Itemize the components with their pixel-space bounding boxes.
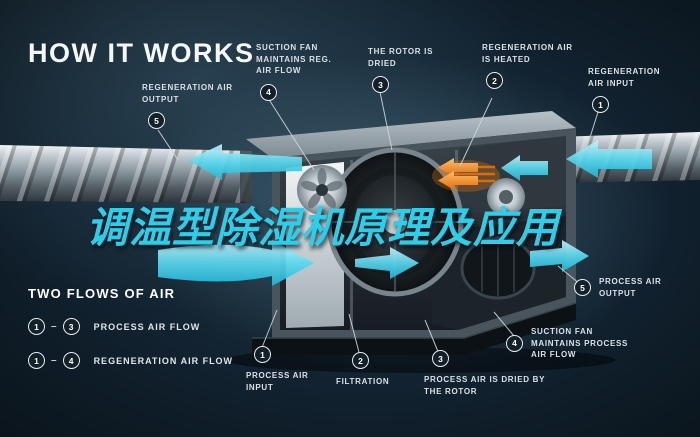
process-fan — [297, 165, 347, 215]
title-word-how: HOW — [28, 38, 99, 69]
step-badge: 1 — [28, 318, 45, 335]
arrow-process-input — [158, 240, 314, 286]
step-badge: 1 — [254, 346, 271, 363]
watermark-title: 调温型除湿机原理及应用 — [86, 204, 560, 251]
callout-suction-fan-reg: SUCTION FAN MAINTAINS REG. AIR FLOW 4 — [256, 42, 334, 101]
callout-label: REGENERATION AIR INPUT — [588, 67, 661, 88]
callout-process-dried-by-rotor: 3 PROCESS AIR IS DRIED BY THE ROTOR — [424, 350, 552, 397]
callout-regen-air-input: REGENERATION AIR INPUT 1 — [588, 66, 676, 114]
base-plinth — [252, 302, 577, 355]
legend-heading: TWO FLOWS OF AIR — [28, 286, 176, 301]
callout-suction-fan-process: 4 SUCTION FAN MAINTAINS PROCESS AIR FLOW — [506, 326, 643, 361]
step-badge: 2 — [486, 72, 503, 90]
callout-regen-air-output: REGENERATION AIR OUTPUT 5 — [142, 82, 234, 130]
callout-filtration: 2 FILTRATION — [336, 352, 414, 388]
callout-process-air-output: 5 PROCESS AIR OUTPUT — [574, 276, 673, 299]
regen-fan — [487, 178, 525, 216]
step-badge: 2 — [352, 352, 369, 369]
callout-label: PROCESS AIR INPUT — [246, 371, 309, 392]
arrow-into-heater — [501, 155, 548, 181]
arrow-regen-output — [188, 144, 302, 180]
left-duct — [0, 145, 252, 203]
legend-row-process: 1 – 3 PROCESS AIR FLOW — [28, 318, 233, 335]
callout-label: FILTRATION — [336, 377, 390, 386]
step-badge: 1 — [28, 352, 45, 369]
step-badge: 1 — [592, 96, 609, 114]
step-badge: 3 — [372, 76, 389, 94]
callout-process-air-input: 1 PROCESS AIR INPUT — [246, 346, 326, 393]
step-badge: 3 — [62, 318, 80, 335]
legend-label: REGENERATION AIR FLOW — [93, 355, 234, 366]
range-dash: – — [51, 355, 57, 366]
page-title: HOW IT WORKS — [28, 38, 254, 69]
legend-label: PROCESS AIR FLOW — [93, 321, 201, 332]
step-badge: 4 — [506, 334, 523, 352]
arrow-process-output — [530, 240, 589, 272]
step-badge: 5 — [148, 112, 165, 130]
title-word-itworks: IT WORKS — [107, 38, 255, 69]
step-badge: 4 — [62, 352, 80, 369]
step-badge: 3 — [432, 350, 449, 367]
range-dash: – — [51, 321, 57, 332]
legend: TWO FLOWS OF AIR 1 – 3 PROCESS AIR FLOW … — [28, 286, 233, 369]
step-badge: 4 — [260, 83, 277, 101]
callout-label: REGENERATION AIR IS HEATED — [482, 43, 573, 64]
callout-label: SUCTION FAN MAINTAINS REG. AIR FLOW — [256, 43, 332, 76]
arrow-regen-input — [566, 140, 652, 178]
callout-label: THE ROTOR IS DRIED — [368, 47, 434, 68]
step-badge: 5 — [574, 279, 591, 297]
callout-label: PROCESS AIR OUTPUT — [599, 277, 662, 298]
callout-rotor-dried: THE ROTOR IS DRIED 3 — [368, 46, 434, 94]
legend-row-regeneration: 1 – 4 REGENERATION AIR FLOW — [28, 352, 233, 369]
callout-label: REGENERATION AIR OUTPUT — [142, 83, 233, 104]
airflow-arrows — [158, 140, 652, 286]
arrow-process-through-rotor — [355, 247, 419, 279]
callout-regen-air-heated: REGENERATION AIR IS HEATED 2 — [482, 42, 578, 90]
callout-label: SUCTION FAN MAINTAINS PROCESS AIR FLOW — [531, 327, 629, 360]
heated-air-arrows — [438, 158, 478, 190]
callout-label: PROCESS AIR IS DRIED BY THE ROTOR — [424, 375, 546, 396]
